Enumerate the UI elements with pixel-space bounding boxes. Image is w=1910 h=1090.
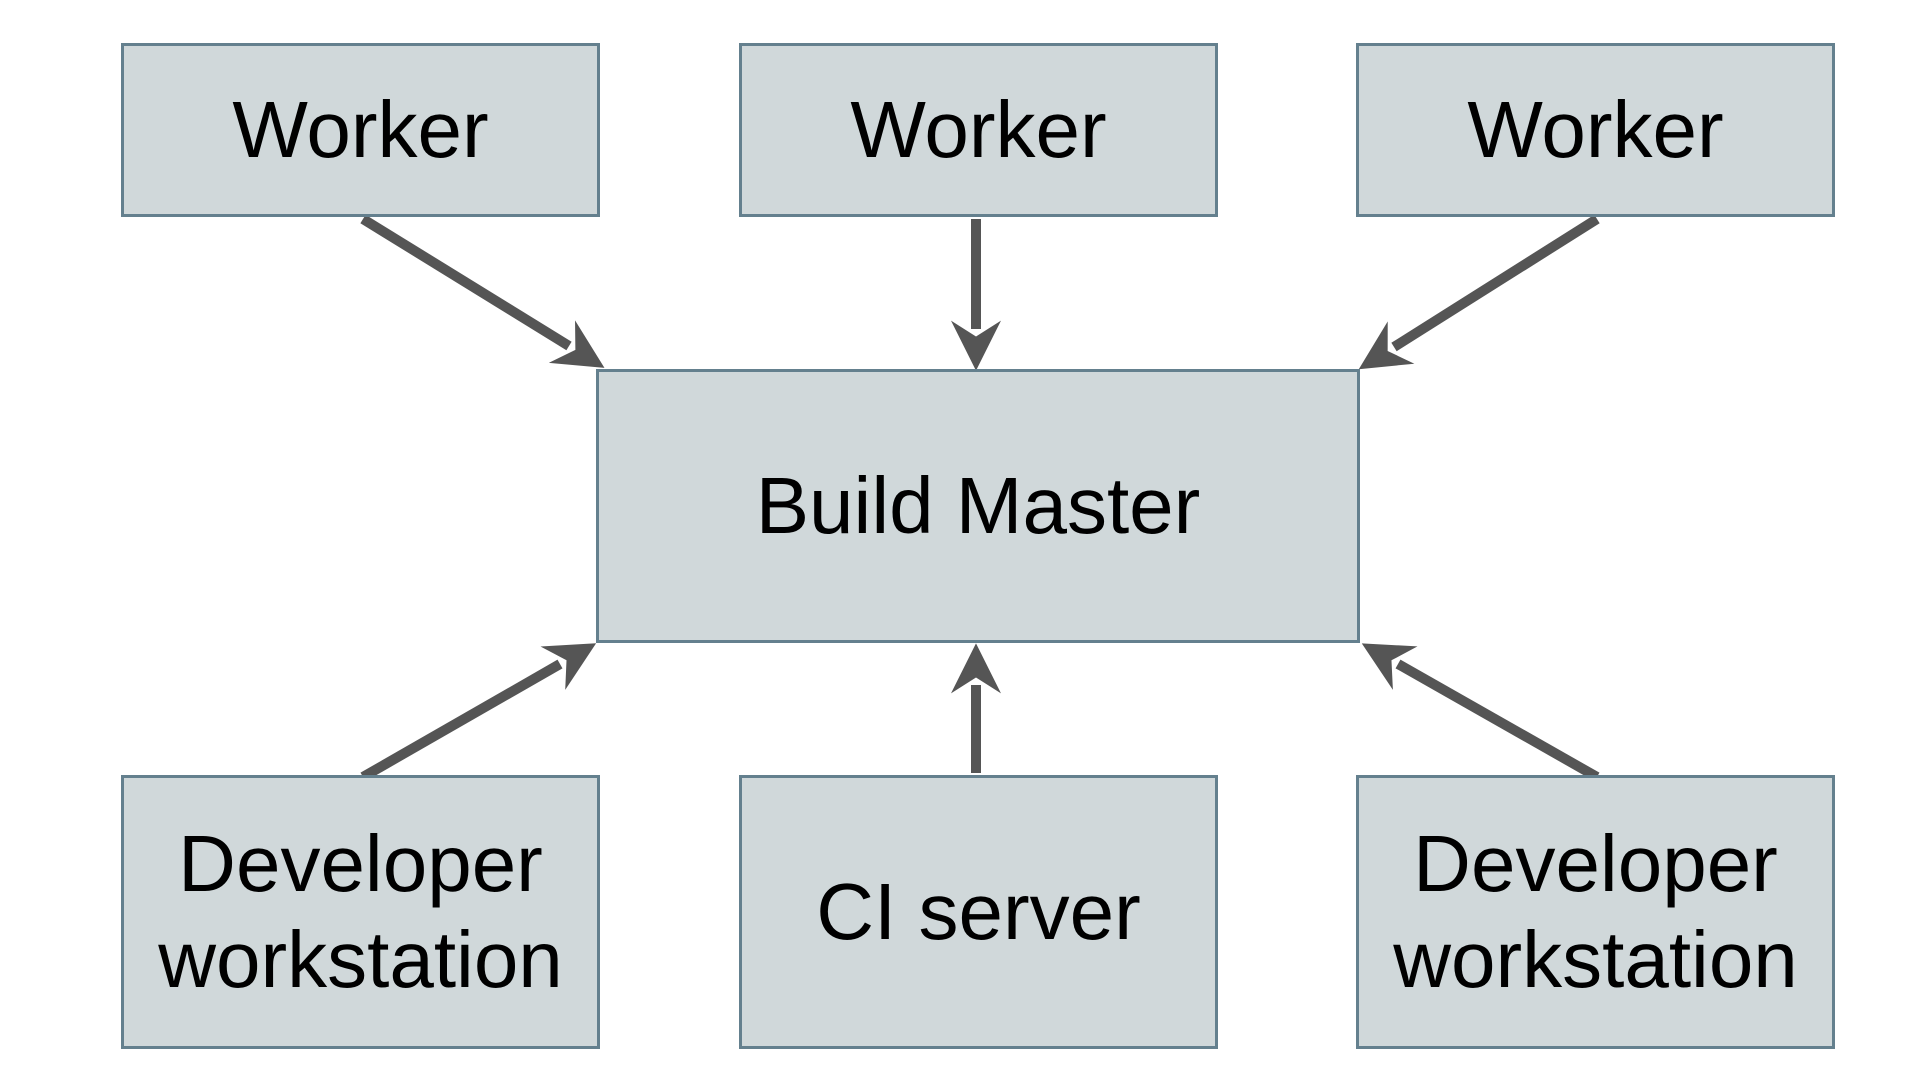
node-ci-server: CI server bbox=[739, 775, 1218, 1049]
arrow-developer-workstation-right-to-build-master bbox=[1361, 643, 1600, 782]
arrow-developer-workstation-left-to-build-master bbox=[360, 643, 597, 782]
node-developer-workstation-right: Developer workstation bbox=[1356, 775, 1835, 1049]
node-worker-1-label: Worker bbox=[232, 85, 489, 174]
node-worker-1: Worker bbox=[121, 43, 600, 217]
node-worker-2-label: Worker bbox=[850, 85, 1107, 174]
arrow-worker-1-to-build-master bbox=[360, 214, 605, 368]
node-build-master-label: Build Master bbox=[755, 461, 1201, 550]
node-worker-2: Worker bbox=[739, 43, 1218, 217]
node-ci-server-label: CI server bbox=[816, 867, 1141, 956]
arrow-worker-3-to-build-master bbox=[1358, 214, 1600, 370]
node-worker-3: Worker bbox=[1356, 43, 1835, 217]
node-developer-workstation-left: Developer workstation bbox=[121, 775, 600, 1049]
node-developer-workstation-right-label: Developer workstation bbox=[1393, 819, 1798, 1004]
node-worker-3-label: Worker bbox=[1467, 85, 1724, 174]
node-developer-workstation-left-label: Developer workstation bbox=[158, 819, 563, 1004]
node-build-master: Build Master bbox=[596, 369, 1360, 643]
